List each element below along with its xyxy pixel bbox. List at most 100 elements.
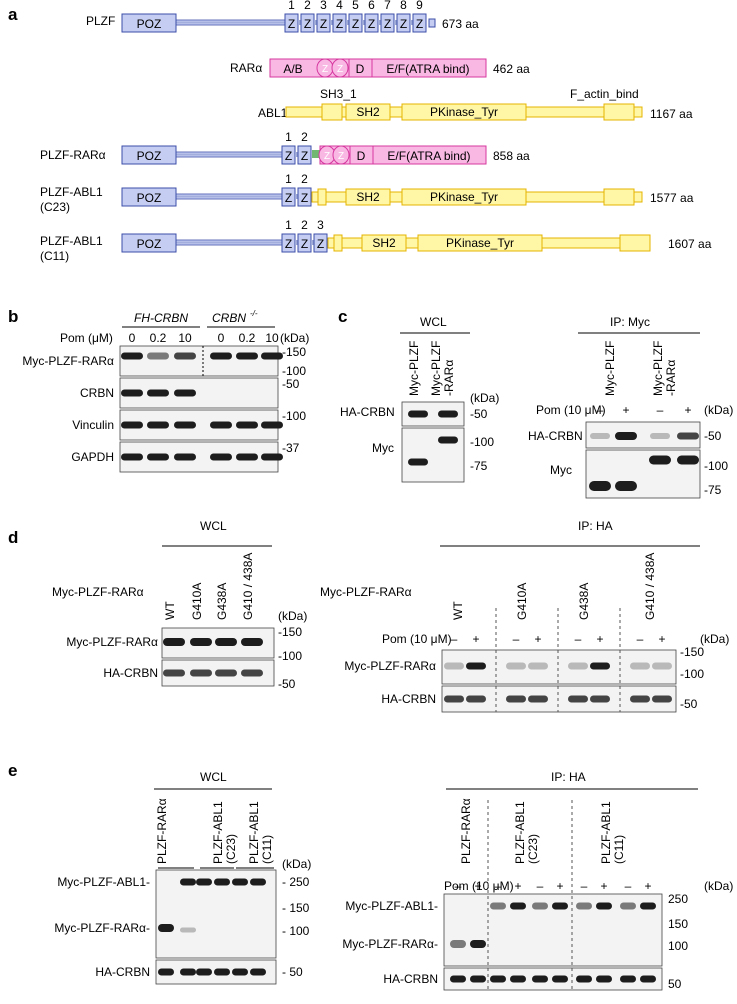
plzf-poz-domain [121,13,177,33]
pr-zf-num-2: 2 [301,130,308,144]
b-marker-3-1: -100 [282,409,306,423]
plzf-rara-length: 858 aa [493,149,530,163]
e-wcl-abl-band-3 [196,878,212,886]
b-band-1-3 [174,352,196,360]
d-wcl-hacrbn-band-2 [190,669,212,677]
e-ip-row-3: HA-CRBN [383,972,438,986]
abl1-diagram: ABL1 SH3_1 SH2 PKinase_Tyr F_actin_bind … [258,87,693,121]
d-ip-label: IP: HA [578,519,613,533]
c-ip-marker-1: -50 [704,429,722,443]
b-band-3-1 [121,421,143,429]
d-wcl-row-2: HA-CRBN [103,666,158,680]
c-sign-3: – [657,403,664,417]
plzf-abl1-c23-sh2-label: SH2 [356,190,380,204]
c-blots: -50-100-75-50-100-75 [401,401,728,499]
d-ip-kda: (kDa) [700,632,729,646]
plzf-zf-gap-4 [346,20,349,25]
d-wcl-label: WCL [200,519,227,533]
c11-zf-z-3: Z [317,237,324,251]
plzf-abl1-c23-poz-domain [121,187,177,207]
c-ip-hacrbn-label: HA-CRBN [528,429,583,443]
e-ip-abl-band-4 [510,902,526,910]
e-wcl-row-1: Myc-PLZF-ABL1- [57,875,150,889]
b-blot-2 [119,377,279,409]
b-blot-1 [119,345,279,377]
e-ip-row-1: Myc-PLZF-ABL1- [345,899,438,913]
e-wcl-abl-band-2 [180,878,196,886]
e-ip-abl-band-8 [596,902,612,910]
e-ip-hacrbn-band-7 [576,975,592,983]
plzf-abl1-c23-pkinase-domain [401,188,527,206]
plzf-abl1-c11-length: 1607 aa [668,237,712,251]
e-ip-abl-band-9 [620,902,636,910]
d-sign-2: + [472,632,479,646]
rara-d-label: D [356,62,365,76]
b-band-1-5 [236,352,258,360]
d-ip-row-1: Myc-PLZF-RARα [344,659,436,673]
b-band-2-3 [174,389,196,397]
abl1-sh3-domain [321,103,343,121]
plzf-zf-box-9 [412,13,427,33]
e-sign-7: – [581,879,588,893]
e-ip-rara-band-1 [450,940,466,948]
abl1-sh2-label: SH2 [356,105,380,119]
b-row-label-3: Vinculin [72,418,114,432]
plzf-zf-num-2: 2 [304,0,311,12]
plzf-abl1-c11-poz-domain [121,233,177,253]
d-wcl-marker-2: -100 [278,649,302,663]
e-ip-hacrbn-band-8 [596,975,612,983]
pr-zf-gap-1 [295,152,298,157]
plzf-zf-z-5: Z [352,17,359,31]
e-ip-abl-band-10 [640,902,656,910]
e-wcl-hacrbn-band-6 [250,968,266,976]
d-pom-label: Pom (10 μM) [382,632,452,646]
e-wcl-hacrbn-band-4 [214,968,230,976]
e-ip-kda: (kDa) [704,879,733,893]
panel-d-label: d [8,528,18,547]
b-blot-rows: Myc-PLZF-RARα-150-100CRBN-50Vinculin-100… [22,345,306,473]
b-band-4-1 [121,453,143,461]
e-wcl-rara-band-1 [158,924,174,932]
c-wcl-myc-band-1 [408,458,428,466]
plzf-zf-gap-5 [362,20,365,25]
e-wcl-hacrbn-band-3 [196,968,212,976]
c-ip-marker-2: -100 [704,459,728,473]
e-sign-6: + [556,879,563,893]
e-sign-5: – [537,879,544,893]
plzf-abl1-c11-poz-label: POZ [137,237,162,251]
e-ip-abl-band-7 [576,902,592,910]
d-ip-hacrbn-band-3 [506,695,526,703]
plzf-zf-num-4: 4 [336,0,343,12]
b-band-1-1 [121,352,143,360]
rara-ab-label: A/B [283,62,302,76]
c-ip-kda: (kDa) [704,403,733,417]
b-dose-2: 0.2 [150,331,167,345]
plzf-abl1-c11-name: PLZF-ABL1 [40,234,103,248]
c-wcl-myc-blot [401,427,465,483]
d-blots: -150-100-50-150-100-50 [161,608,704,713]
e-wcl-lane-2-line1: PLZF-ABL1 [211,801,225,864]
abl1-sh3-label: SH3_1 [320,87,357,101]
d-ip-myc-band-6 [590,662,610,670]
e-wcl-hacrbn-band-2 [180,968,196,976]
pr-zf-z-1: Z [285,149,292,163]
d-ip-lane-3: G438A [577,583,591,620]
plzf-rara-rara-zf-1-label: Z [324,151,330,162]
plzf-rara-d-label: D [357,149,366,163]
plzf-abl1-c11-pkinase-label: PKinase_Tyr [446,236,514,250]
c-wcl-marker-1: -50 [470,407,488,421]
c-ip-lane-1: Myc-PLZF [603,341,617,396]
b-marker-2-1: -50 [282,377,300,391]
c11-zf-gap-2 [311,240,314,245]
e-ip-hacrbn-band-5 [532,975,548,983]
e-ip-abl-band-6 [552,902,568,910]
plzf-abl1-c11-sh3-partial [333,234,343,252]
plzf-rara-ef-label: E/F(ATRA bind) [387,149,470,163]
e-sign-1: – [455,879,462,893]
d-ip-hacrbn-band-6 [590,695,610,703]
